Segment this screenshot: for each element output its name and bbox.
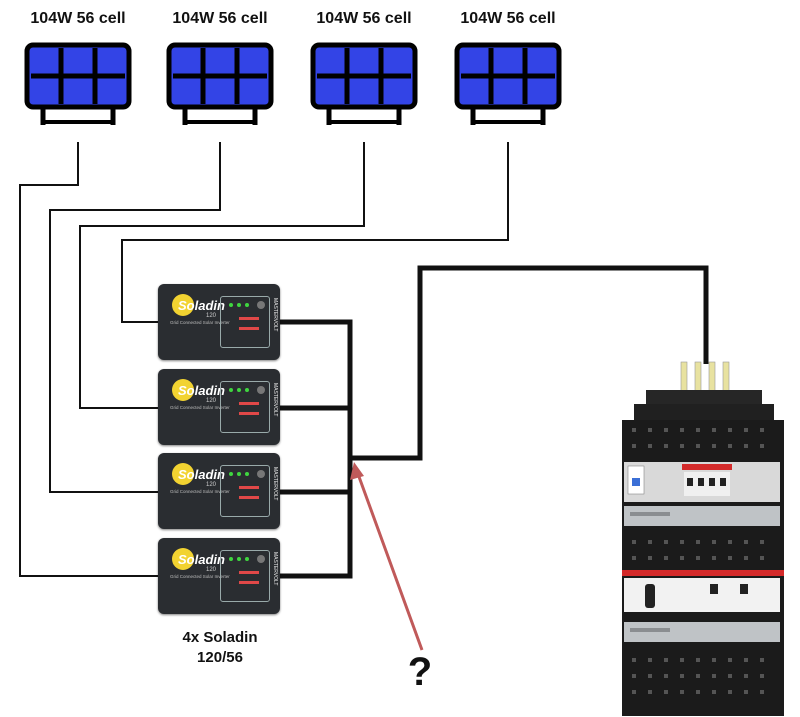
inverter-model: 120 [206, 313, 217, 319]
inverter-side-text: MASTERVOLT [272, 298, 278, 332]
panel-label-3: 104W 56 cell [316, 10, 412, 27]
inverter-status-panel [220, 381, 270, 433]
sun-logo-icon [172, 379, 194, 401]
wire-panel-3 [79, 142, 365, 409]
inverter-subtitle: Grid Connected Solar Inverter [170, 489, 230, 494]
inverter-3: Soladin 120 Grid Connected Solar Inverte… [158, 453, 280, 529]
inverter-status-panel [220, 296, 270, 348]
question-arrow [350, 462, 424, 651]
inverter-model: 120 [206, 398, 217, 404]
solar-panel-icon [454, 42, 562, 125]
ac-bus [280, 265, 709, 579]
inverter-status-panel [220, 550, 270, 602]
inverter-side-text: MASTERVOLT [272, 383, 278, 417]
fuse-box-icon [622, 361, 784, 716]
wire-panel-4 [121, 142, 509, 323]
inverter-2: Soladin 120 Grid Connected Solar Inverte… [158, 369, 280, 445]
inverter-brand: Soladin [178, 383, 225, 398]
inverter-status-panel [220, 465, 270, 517]
sun-logo-icon [172, 294, 194, 316]
panel-label-4: 104W 56 cell [460, 10, 556, 27]
inverter-side-text: MASTERVOLT [272, 552, 278, 586]
inverter-subtitle: Grid Connected Solar Inverter [170, 320, 230, 325]
inverter-brand: Soladin [178, 552, 225, 567]
inverter-brand: Soladin [178, 298, 225, 313]
solar-panel-icon [24, 42, 132, 125]
sun-logo-icon [172, 463, 194, 485]
panel-wires [19, 142, 509, 577]
wire-panel-2 [49, 142, 221, 493]
solar-panel-icon [166, 42, 274, 125]
inverter-model: 120 [206, 482, 217, 488]
inverter-4: Soladin 120 Grid Connected Solar Inverte… [158, 538, 280, 614]
inverter-caption-line1: 4x Soladin [182, 629, 258, 646]
inverter-subtitle: Grid Connected Solar Inverter [170, 574, 230, 579]
inverter-model: 120 [206, 567, 217, 573]
solar-panel-icon [310, 42, 418, 125]
inverter-brand: Soladin [178, 467, 225, 482]
inverter-caption: 4x Soladin 120/56 [160, 628, 280, 668]
solar-panels [24, 42, 562, 125]
sun-logo-icon [172, 548, 194, 570]
panel-label-2: 104W 56 cell [172, 10, 268, 27]
inverter-subtitle: Grid Connected Solar Inverter [170, 405, 230, 410]
inverter-1: Soladin 120 Grid Connected Solar Inverte… [158, 284, 280, 360]
inverter-side-text: MASTERVOLT [272, 467, 278, 501]
panel-label-1: 104W 56 cell [30, 10, 126, 27]
wire-panel-1 [19, 142, 160, 577]
inverter-caption-line2: 120/56 [197, 649, 243, 666]
question-mark: ? [407, 650, 433, 694]
